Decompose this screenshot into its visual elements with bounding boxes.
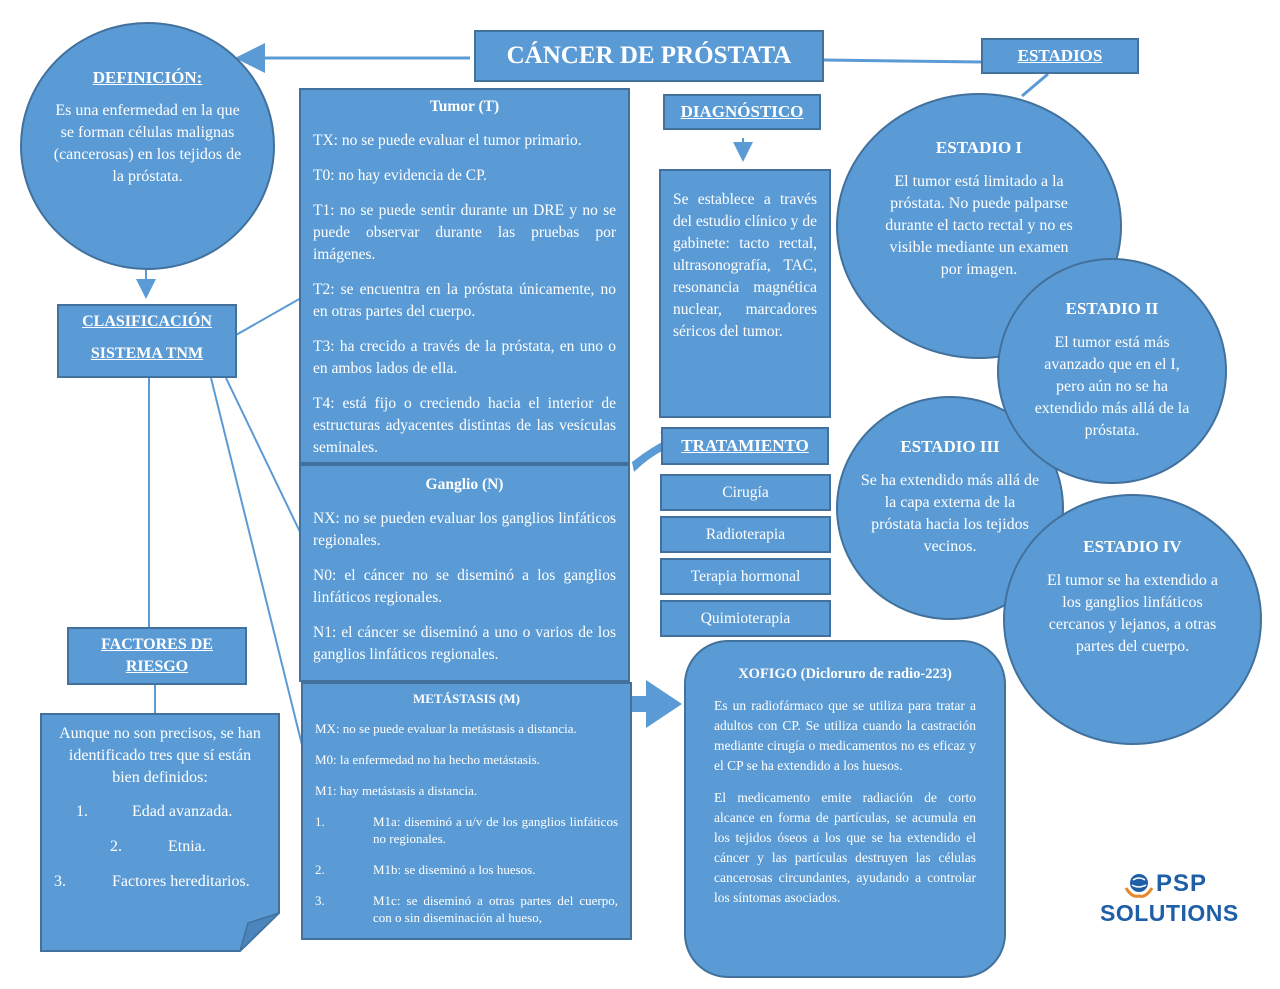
logo-line1: PSP <box>1156 870 1208 897</box>
estadio-title: ESTADIO II <box>1065 299 1159 318</box>
estadios-heading-box: ESTADIOS <box>981 38 1139 74</box>
metastasis-sub-num: 2. <box>315 862 325 877</box>
title-box: CÁNCER DE PRÓSTATA <box>474 30 824 82</box>
tratamiento-item-radioterapia: Radioterapia <box>660 516 831 553</box>
page-title: CÁNCER DE PRÓSTATA <box>506 42 792 69</box>
factores-item: 2. Etnia. <box>54 836 266 858</box>
estadios-heading: ESTADIOS <box>1017 46 1103 65</box>
diagnostico-heading-box: DIAGNÓSTICO <box>663 94 821 130</box>
factores-note-shape <box>40 713 280 952</box>
definicion-text: Es una enfermedad en la que se forman cé… <box>53 102 242 185</box>
estadio-ii-circle: ESTADIO II El tumor está más avanzado qu… <box>997 258 1227 484</box>
metastasis-item-m0: M0: la enfermedad no ha hecho metástasis… <box>315 752 540 767</box>
diagnostico-text: Se establece a través del estudio clínic… <box>673 191 817 340</box>
factores-heading-box: FACTORES DE RIESGO <box>67 627 247 685</box>
estadios-to-estadio-i-line <box>1021 72 1049 98</box>
estadio-i-circle: ESTADIO I El tumor está limitado a la pr… <box>836 93 1122 359</box>
clasificacion-to-tumor-line <box>235 297 302 336</box>
tratamiento-item-label: Quimioterapia <box>700 609 791 627</box>
metastasis-sub-text: M1a: diseminó a u/v de los ganglios linf… <box>373 814 618 846</box>
clasificacion-box: CLASIFICACIÓN SISTEMA TNM <box>57 304 237 378</box>
tratamiento-item-label: Radioterapia <box>705 525 786 543</box>
title-to-estadios-line <box>823 58 983 64</box>
estadio-title: ESTADIO I <box>935 138 1023 157</box>
factores-item-num: 2. <box>110 838 122 855</box>
estadio-iv-circle: ESTADIO IV El tumor se ha extendido a lo… <box>1003 494 1262 745</box>
metastasis-sub-num: 1. <box>315 814 325 829</box>
tratamiento-item-label: Cirugía <box>722 483 769 501</box>
block-arrow-to-xofigo <box>632 680 682 728</box>
metastasis-sub-m1a: 1. M1a: diseminó a u/v de los ganglios l… <box>315 813 618 847</box>
ganglio-item-n1: N1: el cáncer se diseminó a uno o varios… <box>313 624 616 663</box>
tratamiento-heading: TRATAMIENTO <box>681 436 809 455</box>
factores-note: Aunque no son precisos, se han identific… <box>40 713 280 952</box>
clasificacion-line1: CLASIFICACIÓN <box>82 313 212 330</box>
factores-item-num: 1. <box>76 803 88 820</box>
factores-heading-line2: RIESGO <box>125 658 189 675</box>
tumor-item-t1: T1: no se puede sentir durante un DRE y … <box>313 202 616 263</box>
tratamiento-item-label: Terapia hormonal <box>690 567 801 585</box>
estadio-title: ESTADIO IV <box>1083 537 1182 556</box>
xofigo-box: XOFIGO (Dicloruro de radio-223) Es un ra… <box>684 640 1006 978</box>
tumor-heading: Tumor (T) <box>429 98 500 115</box>
estadio-title: ESTADIO III <box>900 437 1000 456</box>
metastasis-sub-text: M1b: se diseminó a los huesos. <box>373 862 536 877</box>
psp-solutions-logo: PSP SOLUTIONS <box>1098 868 1248 932</box>
xofigo-heading: XOFIGO (Dicloruro de radio-223) <box>738 666 952 682</box>
clasificacion-to-metastasis-line <box>210 377 303 746</box>
factores-item-text: Factores hereditarios. <box>112 873 250 890</box>
metastasis-sub-num: 3. <box>315 893 325 908</box>
ganglio-item-nx: NX: no se pueden evaluar los ganglios li… <box>313 510 616 549</box>
tratamiento-item-quimioterapia: Quimioterapia <box>660 600 831 637</box>
factores-item-text: Edad avanzada. <box>132 803 233 820</box>
estadio-text: El tumor está más avanzado que en el I, … <box>1034 334 1190 439</box>
tumor-item-t4: T4: está fijo o creciendo hacia el inter… <box>313 395 616 456</box>
factores-item-num: 3. <box>54 873 66 890</box>
metastasis-item-mx: MX: no se puede evaluar la metástasis a … <box>315 721 577 736</box>
tratamiento-heading-box: TRATAMIENTO <box>661 427 829 465</box>
xofigo-paragraph-1: Es un radiofármaco que se utiliza para t… <box>714 698 976 773</box>
estadio-text: Se ha extendido más allá de la capa exte… <box>860 472 1040 555</box>
tumor-item-t0: T0: no hay evidencia de CP. <box>313 167 487 184</box>
ganglio-item-n0: N0: el cáncer no se diseminó a los gangl… <box>313 567 616 606</box>
tumor-item-t2: T2: se encuentra en la próstata únicamen… <box>313 281 616 320</box>
metastasis-sub-m1c: 3. M1c: se diseminó a otras partes del c… <box>315 892 618 926</box>
metastasis-sub-text: M1c: se diseminó a otras partes del cuer… <box>373 893 618 925</box>
metastasis-box: METÁSTASIS (M) MX: no se puede evaluar l… <box>301 682 632 940</box>
logo-line2: SOLUTIONS <box>1100 900 1239 926</box>
ganglio-heading: Ganglio (N) <box>425 476 504 493</box>
tratamiento-item-terapia-hormonal: Terapia hormonal <box>660 558 831 595</box>
clasificacion-to-ganglio-line <box>225 377 301 533</box>
factores-item: 1. Edad avanzada. <box>54 801 266 823</box>
factores-item: 3. Factores hereditarios. <box>54 871 266 893</box>
metastasis-item-m1: M1: hay metástasis a distancia. <box>315 783 478 798</box>
diagnostico-heading: DIAGNÓSTICO <box>680 102 804 121</box>
xofigo-paragraph-2: El medicamento emite radiación de corto … <box>714 790 976 905</box>
factores-item-text: Etnia. <box>168 838 206 855</box>
diagnostico-box: Se establece a través del estudio clínic… <box>659 169 831 418</box>
tumor-item-tx: TX: no se puede evaluar el tumor primari… <box>313 132 582 149</box>
factores-intro: Aunque no son precisos, se han identific… <box>59 725 261 786</box>
estadio-text: El tumor está limitado a la próstata. No… <box>885 173 1073 278</box>
tratamiento-item-cirugia: Cirugía <box>660 474 831 511</box>
definicion-heading: DEFINICIÓN: <box>92 68 203 87</box>
tumor-box: Tumor (T) TX: no se puede evaluar el tum… <box>299 88 630 464</box>
ganglio-box: Ganglio (N) NX: no se pueden evaluar los… <box>299 464 630 682</box>
metastasis-sub-m1b: 2. M1b: se diseminó a los huesos. <box>315 861 618 878</box>
definicion-circle: DEFINICIÓN: Es una enfermedad en la que … <box>20 22 275 270</box>
metastasis-heading: METÁSTASIS (M) <box>412 691 521 706</box>
factores-heading-line1: FACTORES DE <box>101 636 213 653</box>
clasificacion-line2: SISTEMA TNM <box>90 345 204 362</box>
estadio-text: El tumor se ha extendido a los ganglios … <box>1046 572 1219 655</box>
globe-hands-icon <box>1124 874 1154 898</box>
tumor-item-t3: T3: ha crecido a través de la próstata, … <box>313 338 616 377</box>
